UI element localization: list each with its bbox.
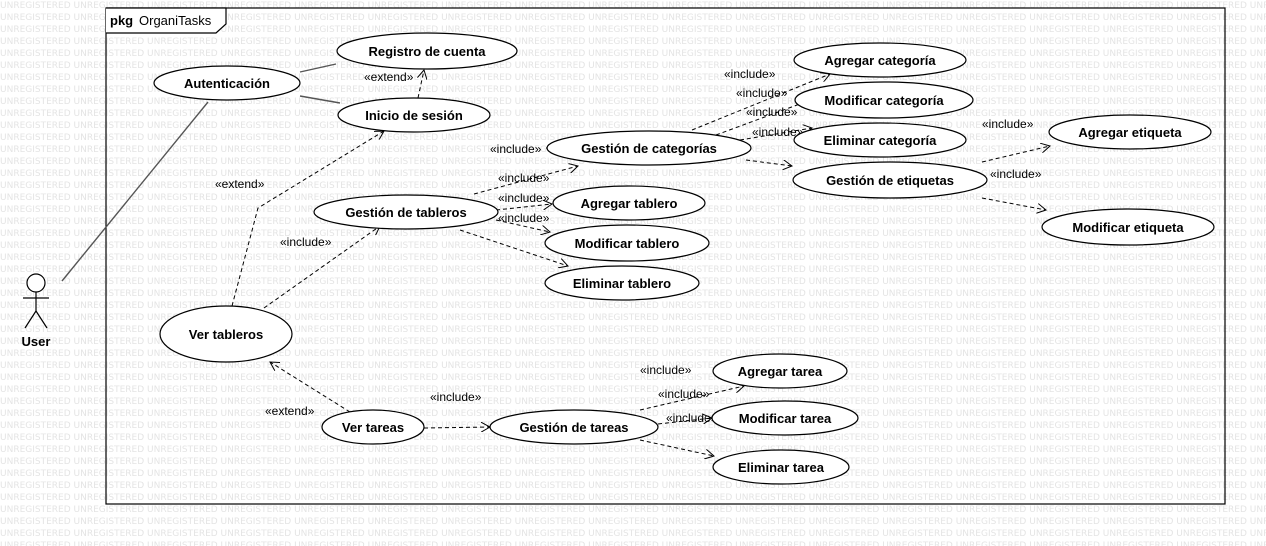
dep-extend-vertableros-inicio xyxy=(231,131,384,307)
dep-include-etq-agregar xyxy=(981,146,1050,163)
label-include-tableros-agregar: «include» xyxy=(498,191,550,205)
use-case-modificar-etiqueta[interactable]: Modificar etiqueta xyxy=(1041,208,1215,246)
use-case-gestion-de-tareas[interactable]: Gestión de tareas xyxy=(489,409,659,445)
label-include-vertableros-tableros: «include» xyxy=(280,235,332,249)
dep-include-cat-modificar xyxy=(715,98,816,136)
use-case-ver-tareas[interactable]: Ver tareas xyxy=(321,409,425,445)
stereotype-labels: «extend» «extend» «include» «include» «i… xyxy=(215,67,1042,425)
dep-include-tableros-categorias xyxy=(473,166,578,195)
association-autenticacion-inicio xyxy=(299,95,341,104)
actor-head xyxy=(26,273,46,293)
label-extend-vertareas-vertableros: «extend» xyxy=(265,404,315,418)
label-include-tareas-agregar: «include» xyxy=(640,363,692,377)
label-include-cat-eliminar: «include» xyxy=(746,105,798,119)
label-include-cat-modificar: «include» xyxy=(736,86,788,100)
dep-include-cat-eliminar xyxy=(739,128,812,141)
dep-include-tareas-eliminar xyxy=(639,439,714,456)
use-case-eliminar-tarea[interactable]: Eliminar tarea xyxy=(712,449,850,485)
use-case-eliminar-tablero[interactable]: Eliminar tablero xyxy=(544,265,700,301)
actor-label: User xyxy=(22,334,51,349)
dep-include-tableros-agregar xyxy=(495,204,552,211)
package-keyword: pkg xyxy=(110,13,133,28)
actor-user[interactable]: User xyxy=(22,273,51,349)
label-include-etq-modificar: «include» xyxy=(990,167,1042,181)
label-include-tableros-categorias: «include» xyxy=(498,171,550,185)
associations xyxy=(61,63,341,282)
label-include-etq-agregar: «include» xyxy=(982,117,1034,131)
package-name: OrganiTasks xyxy=(139,13,212,28)
dep-include-tareas-modificar xyxy=(657,418,712,425)
label-include-tareas-modificar: «include» xyxy=(658,387,710,401)
dependencies xyxy=(231,70,1050,456)
use-case-agregar-categoria[interactable]: Agregar categoría xyxy=(793,42,967,78)
label-include-categorias: «include» xyxy=(490,142,542,156)
use-case-inicio-de-sesion[interactable]: Inicio de sesión xyxy=(337,97,491,133)
association-autenticacion-registro xyxy=(299,63,337,73)
use-case-modificar-tablero[interactable]: Modificar tablero xyxy=(544,224,710,262)
dep-include-etq-modificar xyxy=(981,197,1046,210)
svg-text:Eliminar categoría: Eliminar categoría xyxy=(824,133,937,148)
svg-text:Gestión de tareas: Gestión de tareas xyxy=(519,420,628,435)
dep-include-cat-agregar xyxy=(691,74,830,131)
svg-text:Eliminar tarea: Eliminar tarea xyxy=(738,460,825,475)
svg-text:Ver tareas: Ver tareas xyxy=(342,420,404,435)
dep-include-vertableros-gestiontableros xyxy=(263,226,380,309)
label-include-tableros-modificar: «include» xyxy=(498,211,550,225)
dep-include-tableros-modificar xyxy=(495,219,550,232)
dep-extend-vertareas-vertableros xyxy=(270,362,351,413)
svg-text:Eliminar tablero: Eliminar tablero xyxy=(573,276,671,291)
svg-text:Gestión de etiquetas: Gestión de etiquetas xyxy=(826,173,954,188)
use-case-registro-de-cuenta[interactable]: Registro de cuenta xyxy=(336,32,518,70)
use-case-agregar-tarea[interactable]: Agregar tarea xyxy=(712,353,848,389)
package-frame: pkg OrganiTasks xyxy=(105,7,1226,505)
label-extend-vertableros-inicio: «extend» xyxy=(215,177,265,191)
svg-text:Gestión de tableros: Gestión de tableros xyxy=(345,205,466,220)
use-cases: Autenticación Registro de cuenta Inicio … xyxy=(153,32,1215,485)
svg-text:Modificar categoría: Modificar categoría xyxy=(824,93,944,108)
use-case-ver-tableros[interactable]: Ver tableros xyxy=(159,305,293,363)
use-case-modificar-categoria[interactable]: Modificar categoría xyxy=(794,81,974,119)
svg-text:Registro de cuenta: Registro de cuenta xyxy=(368,44,486,59)
use-case-gestion-de-categorias[interactable]: Gestión de categorías xyxy=(546,130,752,166)
use-case-autenticacion[interactable]: Autenticación xyxy=(153,65,301,101)
label-include-vertareas-tareas: «include» xyxy=(430,390,482,404)
svg-text:Inicio de sesión: Inicio de sesión xyxy=(365,108,463,123)
association-user-autenticacion xyxy=(61,101,209,282)
use-case-agregar-etiqueta[interactable]: Agregar etiqueta xyxy=(1048,114,1212,150)
label-include-cat-agregar: «include» xyxy=(724,67,776,81)
use-case-modificar-tarea[interactable]: Modificar tarea xyxy=(711,400,859,436)
dep-include-tableros-eliminar xyxy=(459,229,568,266)
svg-text:Modificar etiqueta: Modificar etiqueta xyxy=(1072,220,1184,235)
svg-text:Agregar tarea: Agregar tarea xyxy=(738,364,823,379)
use-case-agregar-tablero[interactable]: Agregar tablero xyxy=(552,185,706,221)
svg-text:Modificar tarea: Modificar tarea xyxy=(739,411,832,426)
label-include-cat-etiquetas: «include» xyxy=(752,125,804,139)
label-include-tareas-eliminar: «include» xyxy=(666,411,718,425)
svg-text:Agregar tablero: Agregar tablero xyxy=(581,196,678,211)
dep-extend-inicio-registro xyxy=(418,70,424,99)
dep-include-vertareas-gestiontareas xyxy=(423,427,490,428)
svg-text:Modificar tablero: Modificar tablero xyxy=(575,236,680,251)
use-case-gestion-de-tableros[interactable]: Gestión de tableros xyxy=(313,194,499,230)
svg-text:Agregar etiqueta: Agregar etiqueta xyxy=(1078,125,1182,140)
label-extend-inicio-registro: «extend» xyxy=(364,70,414,84)
dep-include-cat-etiquetas xyxy=(745,159,792,166)
use-case-eliminar-categoria[interactable]: Eliminar categoría xyxy=(793,122,967,158)
svg-text:Autenticación: Autenticación xyxy=(184,76,270,91)
svg-text:Gestión de categorías: Gestión de categorías xyxy=(581,141,717,156)
dep-include-tareas-agregar xyxy=(639,386,744,411)
svg-text:Agregar categoría: Agregar categoría xyxy=(824,53,936,68)
use-case-gestion-de-etiquetas[interactable]: Gestión de etiquetas xyxy=(792,161,988,199)
svg-text:Ver tableros: Ver tableros xyxy=(189,327,263,342)
